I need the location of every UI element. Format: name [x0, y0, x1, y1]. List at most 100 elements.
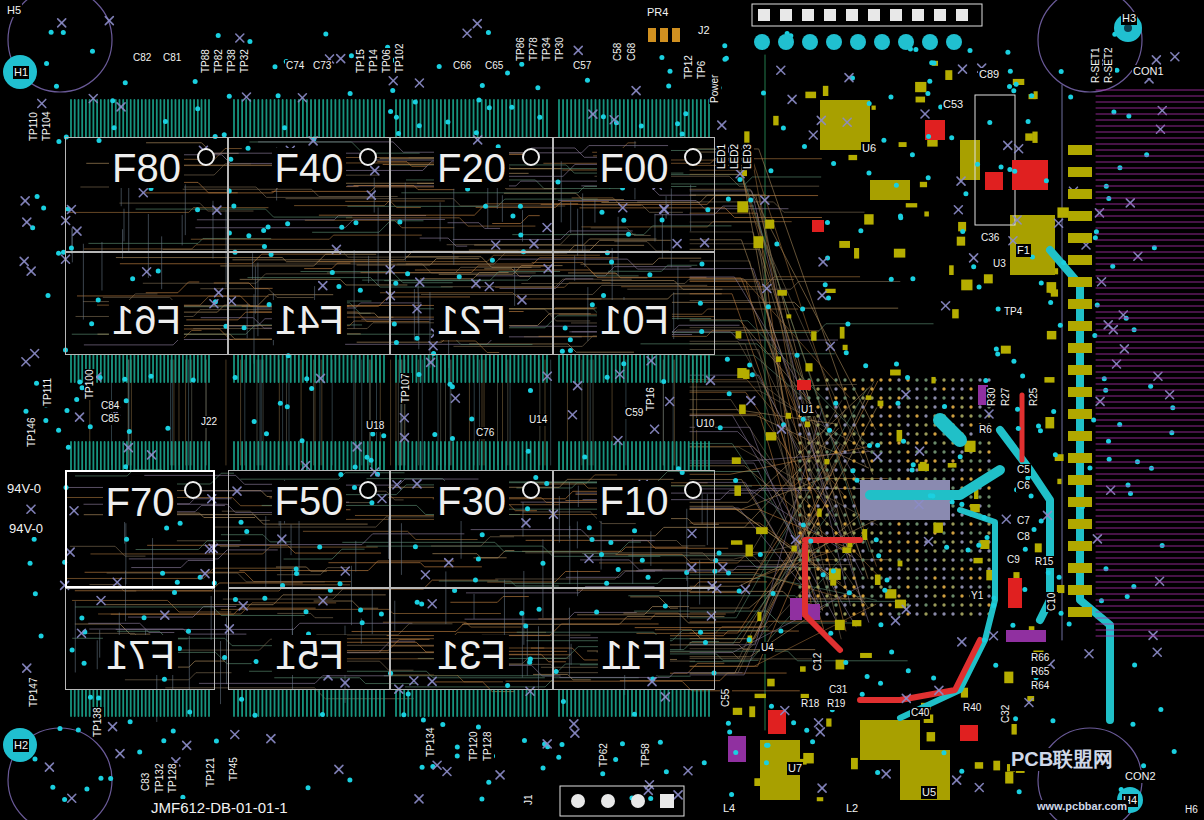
copper-trace [673, 293, 674, 339]
footprint-pin [586, 355, 588, 382]
footprint-pin [603, 355, 605, 382]
copper-trace [654, 214, 655, 241]
power-traces [805, 250, 1110, 720]
bga-ball [825, 423, 828, 426]
smd-pad [1045, 417, 1054, 428]
footprint-pin [152, 100, 154, 137]
bga-ball [888, 441, 891, 444]
footprint-pin [89, 100, 91, 137]
footprint-pin [186, 100, 188, 137]
bga-ball [933, 405, 936, 408]
bga-ball [906, 540, 909, 543]
bga-ball [798, 477, 801, 480]
bga-ball [906, 567, 909, 570]
copper-trace [277, 568, 349, 575]
bga-ball [888, 522, 891, 525]
copper-trace [470, 344, 634, 352]
bga-ball [843, 387, 846, 390]
bga-ball [861, 396, 864, 399]
bga-ball [798, 432, 801, 435]
bga-ball [960, 540, 963, 543]
copper-trace [276, 567, 326, 571]
bga-ball [861, 459, 864, 462]
bga-ball [816, 432, 819, 435]
footprint-pin [294, 100, 296, 137]
bga-ball [924, 414, 927, 417]
footprint-pin [440, 690, 442, 716]
footprint-pin [318, 690, 320, 716]
copper-trace [394, 601, 395, 631]
bga-ball [933, 549, 936, 552]
bga-ball [825, 378, 828, 381]
copper-trace [634, 611, 855, 623]
copper-trace [301, 360, 302, 465]
copper-trace [587, 294, 721, 299]
copper-trace [85, 572, 351, 581]
footprint-pin [339, 100, 341, 137]
smd-pad [952, 309, 959, 318]
copper-trace [99, 630, 100, 657]
bga-ball [834, 603, 837, 606]
copper-trace [680, 591, 681, 649]
bga-ball [870, 468, 873, 471]
footprint-pin [591, 100, 593, 137]
bga-ball [960, 531, 963, 534]
copper-trace [383, 622, 521, 627]
footprint-pin [643, 355, 645, 382]
bga-ball [825, 576, 828, 579]
bga-ball [861, 603, 864, 606]
footprint-pin [436, 690, 438, 716]
footprint-pin [518, 100, 520, 137]
bga-ball [915, 585, 918, 588]
footprint-pin [595, 355, 597, 382]
footprint-pin [137, 100, 139, 137]
bga-ball [951, 594, 954, 597]
bga-ball [969, 612, 972, 615]
bga-ball [906, 414, 909, 417]
bga-ball [933, 540, 936, 543]
footprint-pin [359, 100, 361, 137]
copper-trace [450, 360, 451, 465]
footprint-pin [241, 690, 243, 716]
copper-trace [542, 540, 543, 618]
footprint-pin [201, 355, 203, 382]
footprint-pin [359, 690, 361, 716]
bga-ball [933, 441, 936, 444]
smd-pad [984, 274, 993, 283]
bga-ball [978, 576, 981, 579]
bga-ball [861, 549, 864, 552]
bga-ball [879, 540, 882, 543]
bga-ball [897, 531, 900, 534]
footprint-pin [395, 442, 397, 470]
footprint-pin [513, 690, 515, 716]
footprint-pin [464, 100, 466, 137]
bga-ball [978, 405, 981, 408]
smd-pad [773, 116, 778, 126]
footprint-pin [286, 355, 288, 382]
footprint-pin [253, 100, 255, 137]
footprint-pin [627, 100, 629, 137]
bga-ball [915, 567, 918, 570]
footprint-pin [659, 355, 661, 382]
bga-ball [879, 387, 882, 390]
bga-ball [969, 468, 972, 471]
footprint-pin [126, 690, 128, 716]
copper-trace [372, 590, 373, 634]
footprint-pin [78, 690, 80, 716]
bga-ball [915, 603, 918, 606]
copper-trace [70, 546, 145, 556]
fanout-trace [690, 294, 802, 491]
footprint-pin [359, 355, 361, 382]
copper-trace [176, 473, 234, 484]
fanout-trace [690, 375, 862, 575]
footprint-pin [343, 100, 345, 137]
fanout-trace [690, 401, 842, 554]
footprint-pin [237, 442, 239, 470]
bga-ball [897, 441, 900, 444]
bga-ball [807, 513, 810, 516]
smd-pad [792, 546, 797, 552]
bga-ball [807, 486, 810, 489]
bga-ball [825, 477, 828, 480]
footprint-pin [680, 442, 682, 470]
footprint-pin [522, 690, 524, 716]
